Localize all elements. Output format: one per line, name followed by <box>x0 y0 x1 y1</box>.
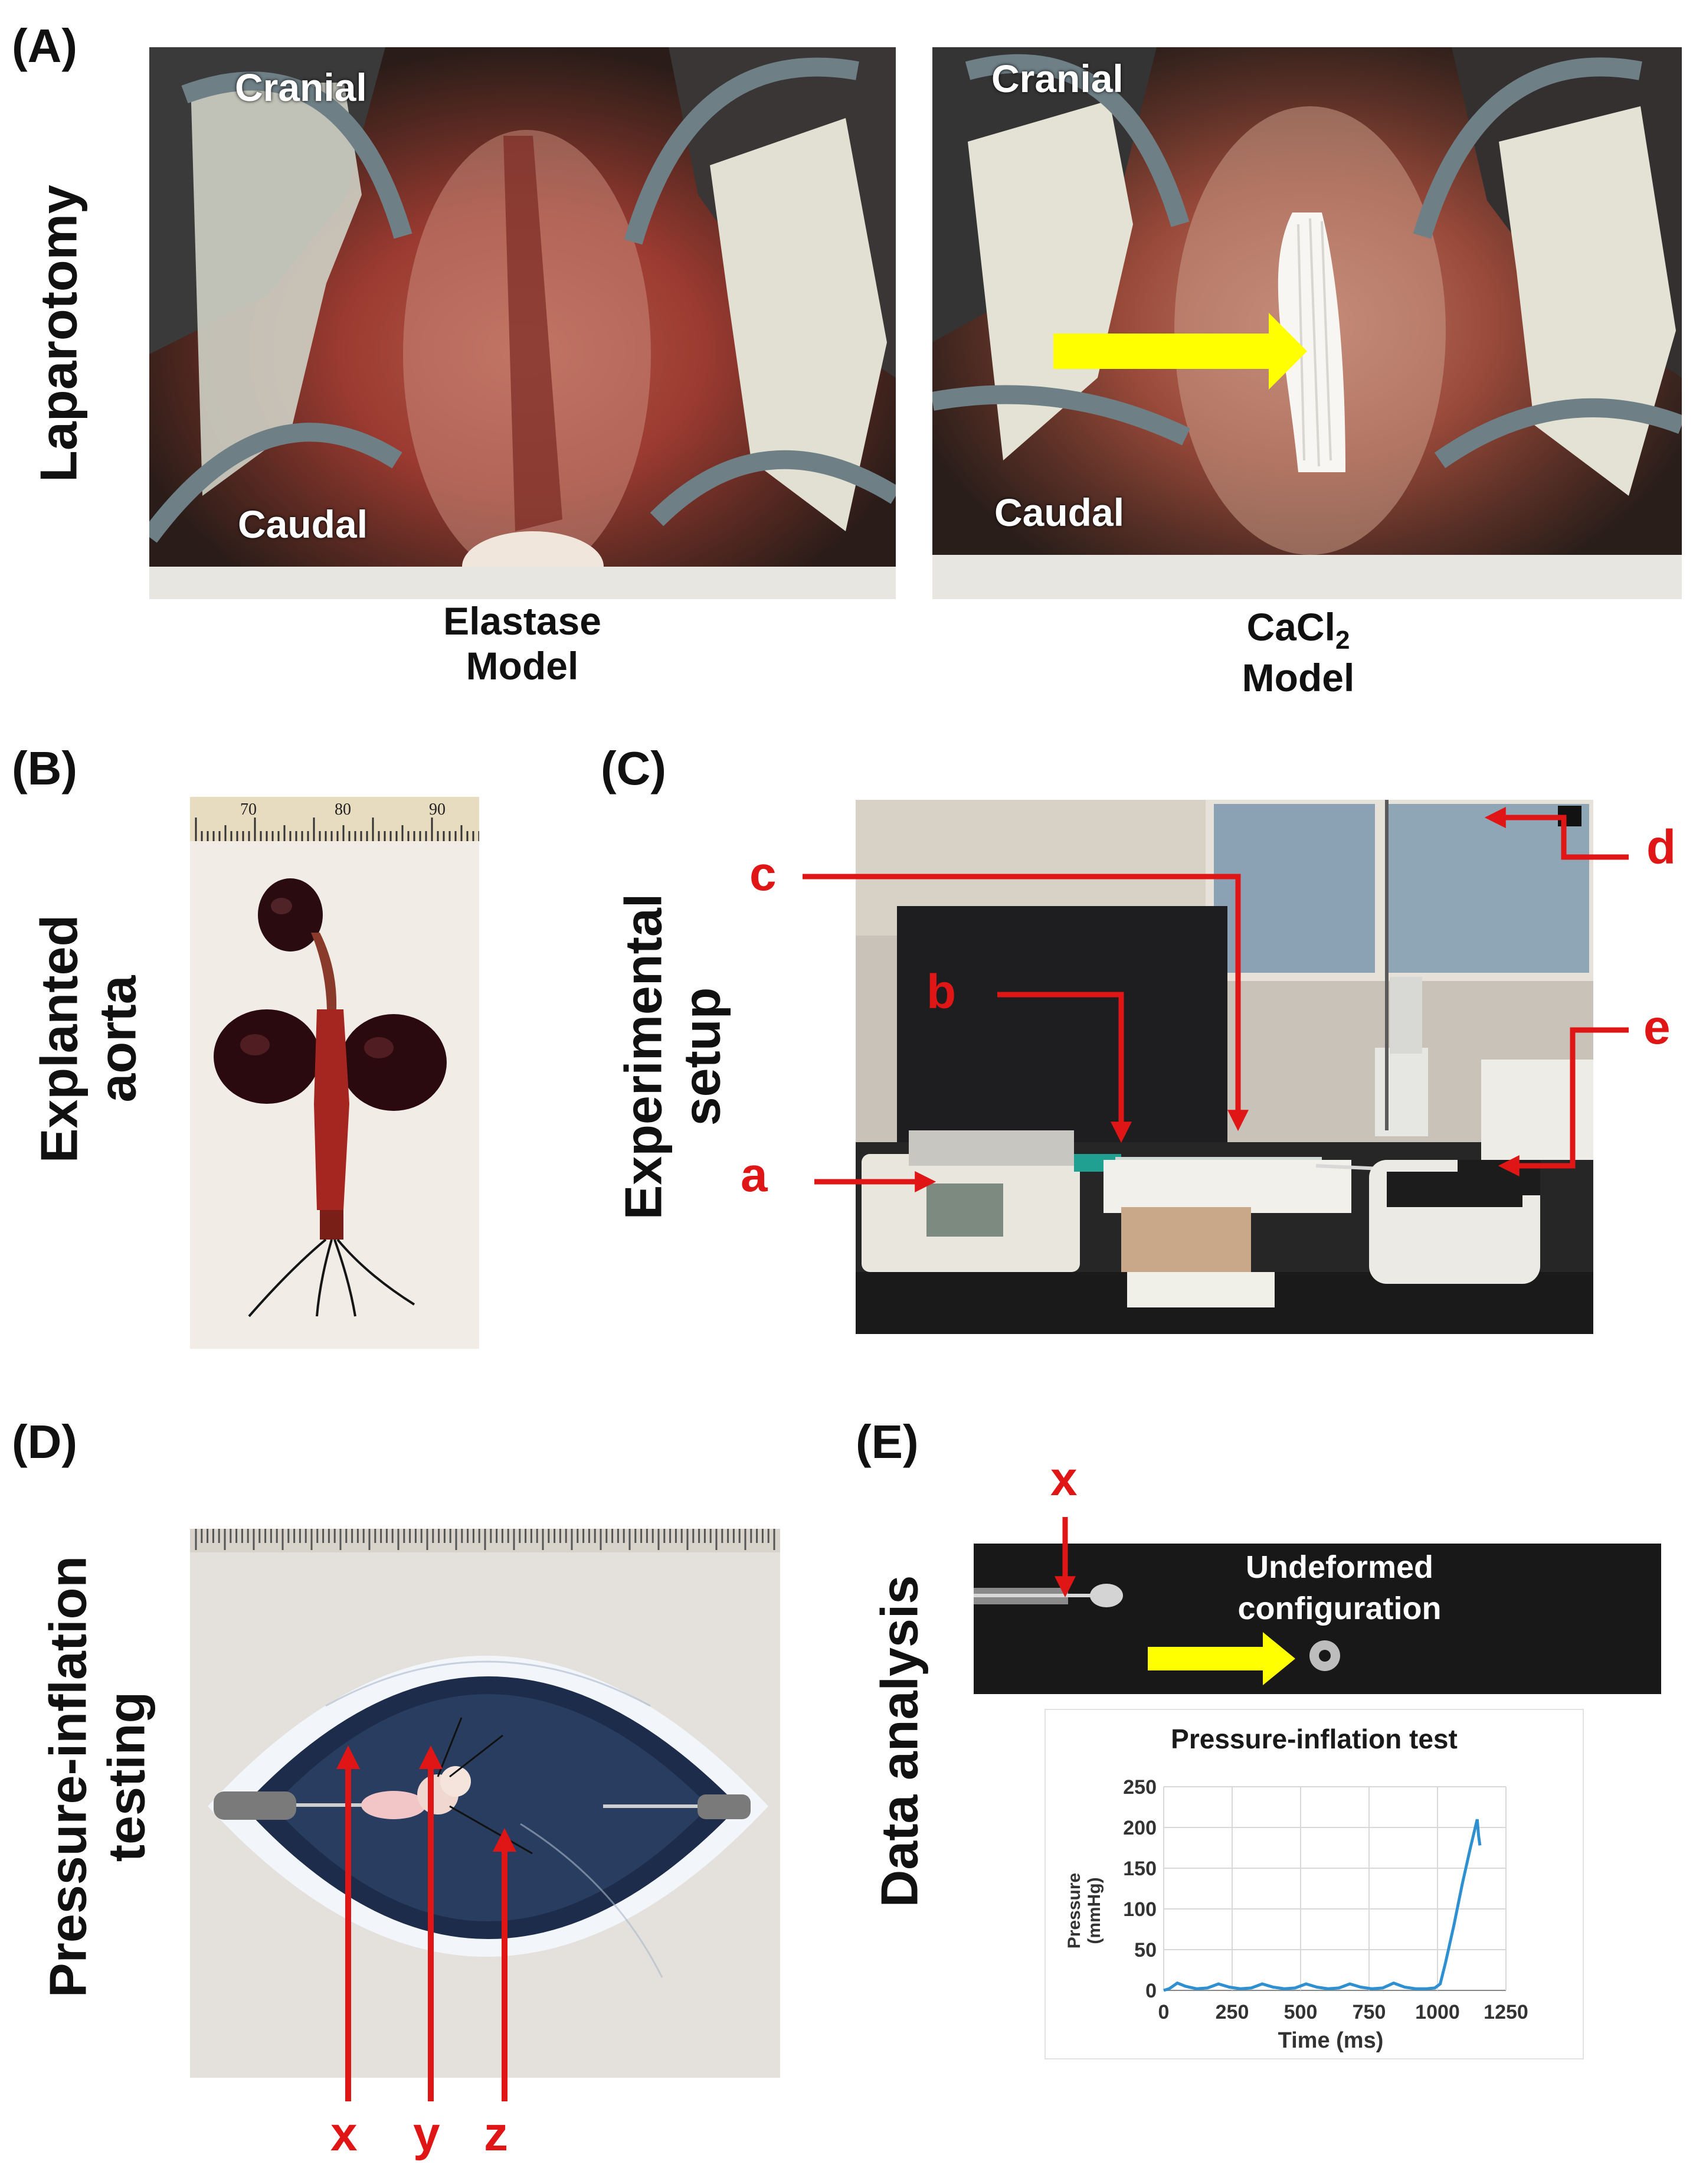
chart-xtick-label: 750 <box>1353 2001 1386 2023</box>
chart-ytick-label: 150 <box>1123 1858 1157 1880</box>
test-label-x: x <box>330 2107 358 2161</box>
setup-label-b: b <box>926 965 957 1019</box>
setup-label-d: d <box>1646 820 1676 874</box>
cacl2-model-caption: CaCl2 Model <box>1242 605 1355 699</box>
setup-label-a: a <box>741 1148 768 1202</box>
test-label-y: y <box>413 2107 440 2161</box>
panel-label-d: (D) <box>12 1415 78 1468</box>
chart-ytick-label: 0 <box>1145 1980 1157 2002</box>
row-label-laparotomy: Laparotomy <box>29 185 88 482</box>
elastase-cranial-label: Cranial <box>235 66 367 109</box>
test-label-z: z <box>484 2107 508 2161</box>
analysis-label-x: x <box>1050 1452 1078 1506</box>
chart-xtick-label: 250 <box>1216 2001 1249 2023</box>
panel-label-a: (A) <box>12 19 78 72</box>
panel-label-e: (E) <box>856 1415 919 1468</box>
cacl2-caudal-label: Caudal <box>994 491 1125 534</box>
panel-label-b: (B) <box>12 742 78 795</box>
chart-xtick-label: 1000 <box>1415 2001 1460 2023</box>
ruler-label-90: 90 <box>429 800 446 819</box>
chart-ytick-label: 250 <box>1123 1776 1157 1799</box>
chart-xtick-label: 500 <box>1284 2001 1318 2023</box>
experimental-setup-photo <box>856 800 1593 1334</box>
chart-title: Pressure-inflation test <box>1171 1724 1458 1754</box>
chart-ytick-label: 200 <box>1123 1817 1157 1839</box>
setup-label-e: e <box>1643 1001 1671 1054</box>
row-label-data-analysis: Data analysis <box>870 1575 929 1908</box>
cacl2-surgery-photo: Cranial Caudal <box>932 47 1682 599</box>
ruler-label-70: 70 <box>240 800 257 819</box>
pressure-chart-svg: Pressure-inflation test Pressure (mmHg) … <box>1065 1724 1528 2053</box>
chart-xtick-label: 0 <box>1158 2001 1170 2023</box>
chart-xtick-label: 1250 <box>1484 2001 1528 2023</box>
elastase-surgery-photo: Cranial Caudal <box>149 47 896 599</box>
chart-ytick-label: 100 <box>1123 1898 1157 1921</box>
pressure-inflation-photo <box>190 1529 780 2078</box>
pressure-series-line <box>1163 1819 1482 1992</box>
setup-label-c: c <box>749 847 777 901</box>
elastase-caudal-label: Caudal <box>238 502 368 546</box>
explanted-aorta-photo: 70 80 90 <box>190 797 479 1349</box>
chart-ylabel-line1: Pressure <box>1065 1873 1084 1948</box>
pressure-inflation-chart: Pressure-inflation test Pressure (mmHg) … <box>1044 1709 1584 2059</box>
cacl2-cranial-label: Cranial <box>991 57 1124 100</box>
ruler-label-80: 80 <box>335 800 351 819</box>
chart-ylabel-line2: (mmHg) <box>1085 1877 1104 1944</box>
chart-xlabel: Time (ms) <box>1278 2028 1384 2053</box>
panel-label-c: (C) <box>601 742 667 795</box>
chart-ytick-label: 50 <box>1134 1939 1157 1961</box>
